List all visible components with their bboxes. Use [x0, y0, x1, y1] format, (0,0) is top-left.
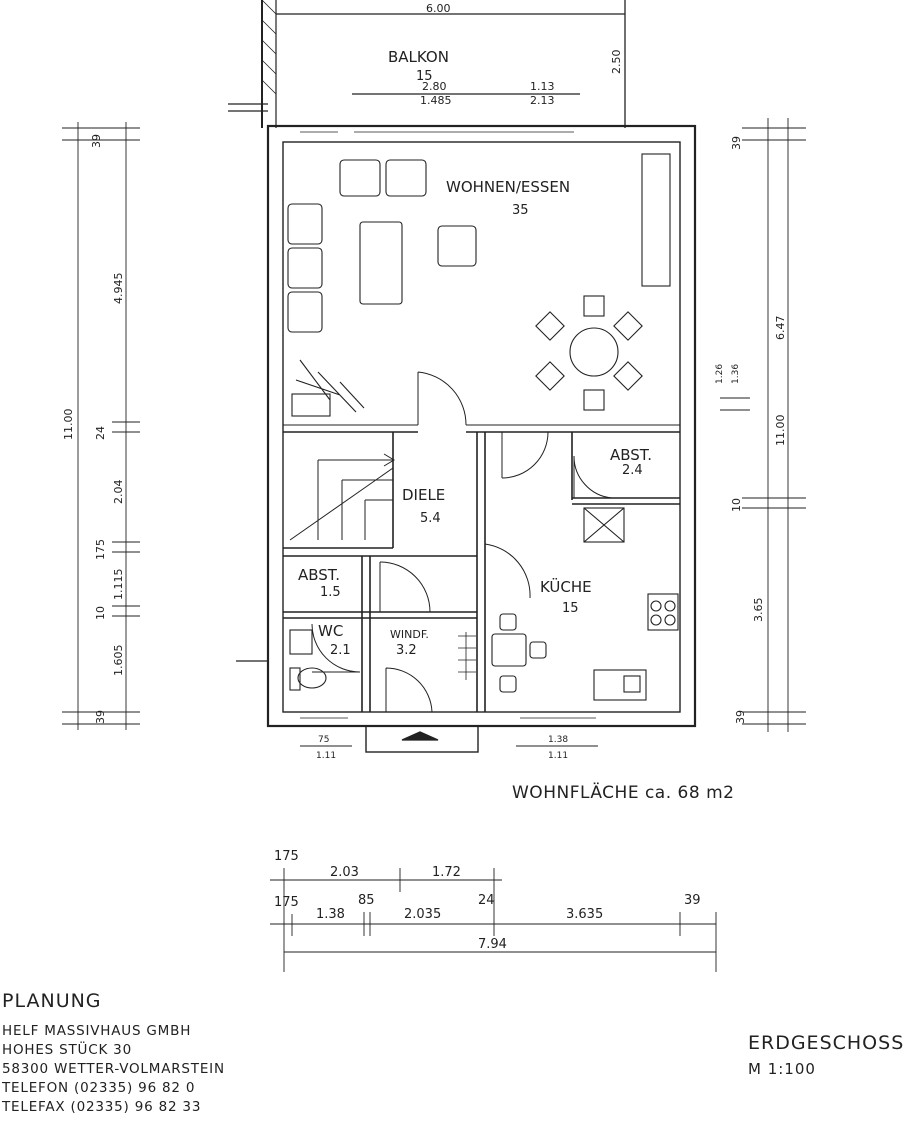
living-area-note: WOHNFLÄCHE ca. 68 m2 [512, 783, 735, 803]
staircase [289, 453, 395, 541]
dim-bottom-row1-b: 2.03 [330, 865, 359, 880]
dim-balcony-d1-bot: 1.485 [420, 94, 452, 107]
door-swings [311, 371, 613, 713]
room-name-wohnen: WOHNEN/ESSEN [446, 178, 570, 196]
dim-right-c: 1.26 [715, 364, 725, 384]
room-area-kueche: 15 [562, 601, 579, 616]
room-name-kueche: KÜCHE [540, 577, 592, 596]
room-area-wohnen: 35 [512, 203, 529, 218]
dim-k-opening-bot: 1.11 [548, 751, 568, 761]
dim-left-total: 11.00 [62, 409, 75, 441]
room-name-windf: WINDF. [390, 628, 429, 641]
room-area-balkon: 15 [416, 69, 433, 84]
room-area-diele: 5.4 [420, 511, 441, 526]
dim-left-b: 4.945 [112, 273, 125, 305]
dim-left-a: 39 [90, 134, 103, 148]
dim-wc-opening-bot: 1.11 [316, 751, 336, 761]
planner-company: HELF MASSIVHAUS GMBH [2, 1023, 192, 1039]
balcony [261, 0, 626, 128]
dim-left-e: 175 [94, 539, 107, 560]
planner-fax: TELEFAX (02335) 96 82 33 [2, 1099, 202, 1115]
dim-left-i: 39 [94, 710, 107, 724]
dim-bottom-row2-c: 85 [358, 893, 375, 908]
room-name-abst2: ABST. [298, 566, 340, 584]
dim-bottom-total: 7.94 [478, 937, 507, 952]
room-area-abst1: 2.4 [622, 463, 643, 478]
dim-bottom-row2-a: 175 [274, 895, 299, 910]
dim-bottom-row2-d: 2.035 [404, 907, 441, 922]
room-name-wc: WC [318, 622, 343, 640]
room-area-windf: 3.2 [396, 643, 417, 658]
planner-city: 58300 WETTER-VOLMARSTEIN [2, 1061, 225, 1077]
floor-info: ERDGESCHOSS M 1:100 [748, 1032, 904, 1078]
right-dimensions: 39 6.47 1.26 1.36 11.00 10 3.65 39 [715, 136, 787, 724]
dim-k-opening-top: 1.38 [548, 735, 568, 745]
scale-label: M 1:100 [748, 1060, 816, 1078]
dim-right-e: 11.00 [774, 415, 787, 447]
exterior-walls [228, 103, 697, 753]
dim-bottom-row1-a: 175 [274, 849, 299, 864]
dim-left-d: 2.04 [112, 480, 125, 505]
dim-bottom-row2-g: 39 [684, 893, 701, 908]
dim-right-g: 3.65 [752, 598, 765, 623]
dim-right-f: 10 [730, 498, 743, 512]
furniture [287, 153, 679, 701]
dim-balcony-d2-top: 1.13 [530, 80, 555, 93]
room-name-abst1: ABST. [610, 446, 652, 464]
dim-balcony-d2-bot: 2.13 [530, 94, 555, 107]
dim-balcony-width: 6.00 [426, 2, 451, 15]
dim-left-c: 24 [94, 426, 107, 440]
dim-left-f: 1.115 [112, 569, 125, 601]
left-dimensions: 39 4.945 24 2.04 175 1.115 10 1.605 39 1… [62, 134, 125, 724]
planner-block: PLANUNG HELF MASSIVHAUS GMBH HOHES STÜCK… [2, 990, 225, 1117]
planner-street: HOHES STÜCK 30 [2, 1042, 132, 1058]
dimension-lines [62, 118, 806, 972]
dim-wc-opening-top: 75 [318, 735, 329, 745]
floor-name: ERDGESCHOSS [748, 1032, 905, 1054]
dim-balcony-d1-top: 2.80 [422, 80, 447, 93]
room-name-diele: DIELE [402, 486, 445, 504]
dim-bottom-row1-c: 1.72 [432, 865, 461, 880]
dim-right-d: 1.36 [731, 364, 741, 384]
dim-left-h: 1.605 [112, 645, 125, 677]
planner-title: PLANUNG [2, 990, 102, 1012]
dim-left-g: 10 [94, 606, 107, 620]
planner-phone: TELEFON (02335) 96 82 0 [2, 1080, 196, 1096]
dim-balcony-depth: 2.50 [610, 50, 623, 75]
dim-bottom-row2-e: 24 [478, 893, 495, 908]
dim-bottom-row2-b: 1.38 [316, 907, 345, 922]
room-name-balkon: BALKON [388, 48, 449, 66]
dim-bottom-row2-f: 3.635 [566, 907, 603, 922]
dim-right-h: 39 [734, 710, 747, 724]
room-area-wc: 2.1 [330, 643, 351, 658]
dim-right-b: 6.47 [774, 316, 787, 341]
room-area-abst2: 1.5 [320, 585, 341, 600]
dim-right-a: 39 [730, 136, 743, 150]
